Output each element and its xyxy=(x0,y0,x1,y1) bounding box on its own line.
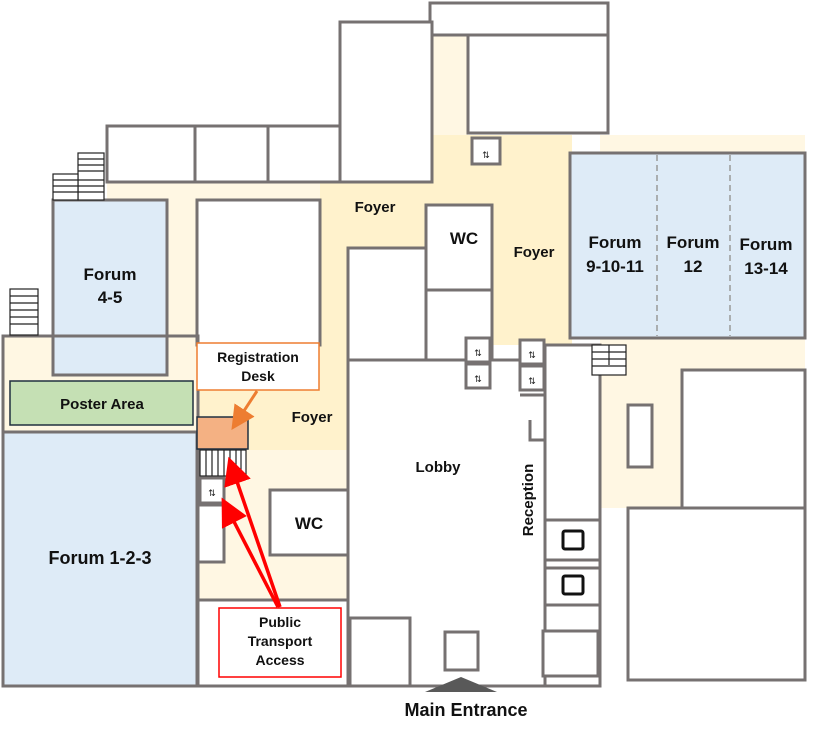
foyer-label: Foyer xyxy=(514,244,555,261)
wc-label: WC xyxy=(295,514,323,533)
poster-area xyxy=(9,380,194,426)
lobby-label: Lobby xyxy=(416,459,462,476)
svg-text:⇅: ⇅ xyxy=(528,376,536,386)
poster-area-label: Poster Area xyxy=(60,396,144,413)
forum-1-2-3-label: Forum 1-2-3 xyxy=(48,548,151,568)
transport-callout-box xyxy=(218,607,342,678)
registration-desk xyxy=(196,416,249,450)
foyer-label: Foyer xyxy=(292,409,333,426)
reception-label: Reception xyxy=(520,464,537,537)
main-entrance-label: Main Entrance xyxy=(404,700,527,720)
svg-text:⇅: ⇅ xyxy=(474,348,482,358)
registration-callout-box xyxy=(196,342,320,391)
elevator-icon: ⇅ ⇅ ⇅ ⇅ ⇅ ⇅ xyxy=(198,136,546,505)
transport-arrow xyxy=(224,456,282,608)
stairs-icon xyxy=(9,152,627,477)
svg-text:⇅: ⇅ xyxy=(208,488,216,498)
transport-arrow xyxy=(221,497,280,608)
wc-label: WC xyxy=(450,229,478,248)
registration-arrow xyxy=(231,390,259,431)
svg-text:⇅: ⇅ xyxy=(474,374,482,384)
main-entrance-marker xyxy=(425,677,497,692)
foyer-label: Foyer xyxy=(355,199,396,216)
svg-text:⇅: ⇅ xyxy=(528,350,536,360)
locker-icon xyxy=(561,529,585,596)
svg-text:⇅: ⇅ xyxy=(482,150,490,160)
